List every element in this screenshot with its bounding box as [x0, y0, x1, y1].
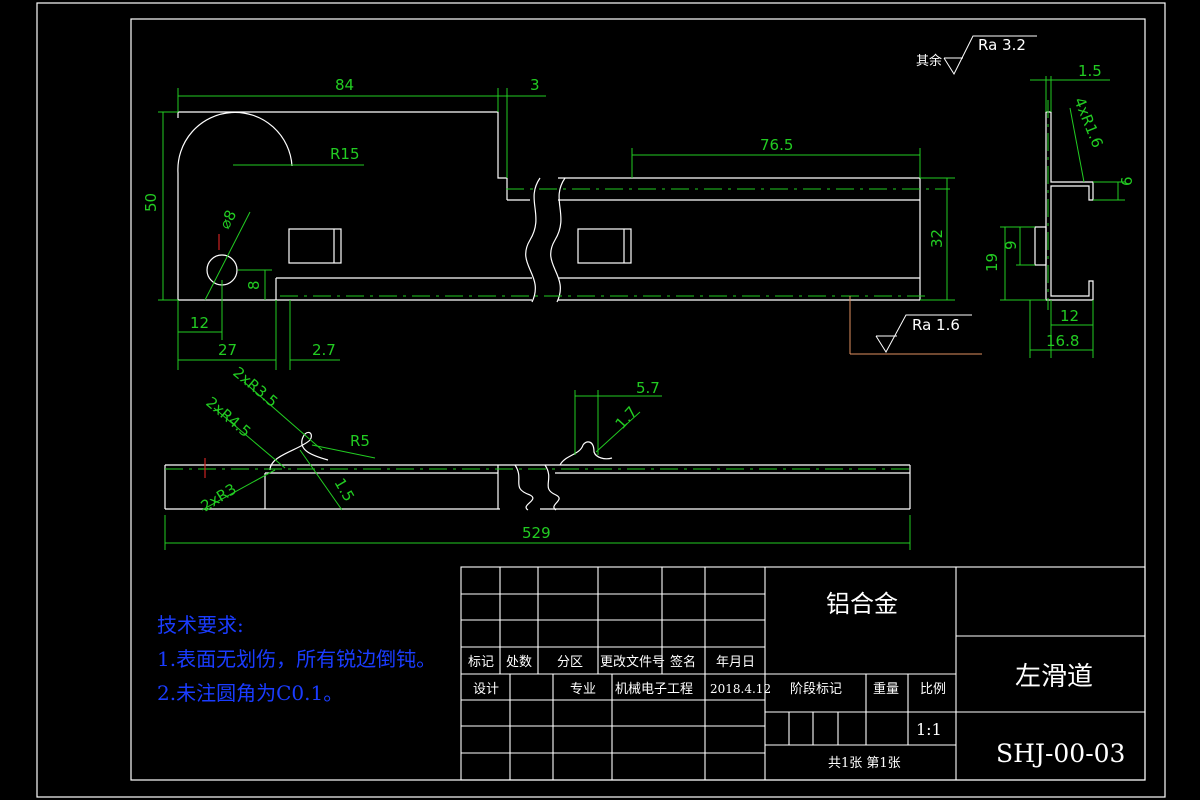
stage-label: 阶段标记: [790, 682, 842, 697]
header-mark: 标记: [468, 655, 494, 670]
side-dim-9: 9: [1002, 240, 1020, 250]
header-change-doc: 更改文件号: [600, 655, 665, 670]
dim-3: 3: [530, 76, 540, 94]
top-dim-2xr45: 2xR4.5: [202, 393, 254, 441]
roughness-ra16: Ra 1.6: [912, 316, 960, 334]
surface-note: 其余 Ra 3.2: [916, 35, 1037, 76]
front-view: 84 3 R15 50 ⌀8 8 12 27 2.7 76.5 32 Ra 1.…: [142, 76, 982, 370]
top-dim-1-7: 1.7: [612, 403, 641, 433]
dim-dia8: ⌀8: [216, 207, 241, 232]
outer-border: [36, 2, 1166, 798]
side-dim-19: 19: [983, 253, 1001, 272]
side-dim-4xr16: 4xR1.6: [1070, 95, 1106, 151]
top-dim-5-7: 5.7: [636, 379, 660, 397]
dim-12: 12: [190, 314, 209, 332]
roughness-ra32: Ra 3.2: [978, 36, 1026, 54]
surface-note-prefix: 其余: [916, 53, 942, 69]
dim-50: 50: [142, 193, 160, 212]
scale-value: 1:1: [916, 720, 942, 739]
major-value: 机械电子工程: [615, 682, 693, 697]
title-block: 标记 处数 分区 更改文件号 签名 年月日 设计 专业 机械电子工程 2018.…: [460, 566, 1146, 781]
side-dim-16-8: 16.8: [1046, 332, 1079, 350]
tech-requirements: 技术要求: 1.表面无划伤，所有锐边倒钝。 2.未注圆角为C0.1。: [157, 613, 436, 705]
drawing-number: SHJ-00-03: [996, 739, 1125, 768]
major-label: 专业: [570, 682, 596, 697]
top-dim-2xr3: 2xR3: [198, 480, 240, 516]
dim-84: 84: [335, 76, 354, 94]
sheets-count: 共1张 第1张: [828, 756, 901, 771]
top-dim-r5: R5: [350, 432, 370, 450]
dim-27: 27: [218, 341, 237, 359]
side-dim-6: 6: [1118, 176, 1136, 186]
tech-requirement-2: 2.未注圆角为C0.1。: [157, 681, 343, 705]
material: 铝合金: [826, 590, 898, 618]
side-dim-12: 12: [1060, 307, 1079, 325]
header-date: 年月日: [716, 655, 755, 670]
top-dim-529: 529: [522, 524, 551, 542]
design-date: 2018.4.12: [710, 682, 771, 696]
roughness-symbol-bottom: Ra 1.6: [849, 296, 982, 355]
header-signature: 签名: [670, 654, 696, 670]
dim-76-5: 76.5: [760, 136, 793, 154]
design-label: 设计: [473, 682, 499, 697]
scale-label: 比例: [920, 682, 946, 697]
dim-8: 8: [245, 280, 263, 290]
top-view: 2xR3.5 2xR4.5 R5 2xR3 1.5 5.7 1.7 529: [164, 363, 911, 550]
weight-label: 重量: [873, 681, 899, 697]
dim-32: 32: [928, 229, 946, 248]
tech-requirements-title: 技术要求:: [157, 613, 244, 637]
side-dim-1-5: 1.5: [1078, 62, 1102, 80]
dim-r15: R15: [330, 145, 360, 163]
header-count: 处数: [506, 655, 532, 670]
part-name: 左滑道: [1015, 662, 1093, 692]
header-zone: 分区: [557, 655, 583, 670]
side-view: 1.5 4xR1.6 6 9 19 12 16.8: [983, 62, 1136, 358]
tech-requirement-1: 1.表面无划伤，所有锐边倒钝。: [157, 647, 436, 671]
dim-2-7: 2.7: [312, 341, 336, 359]
top-dim-2xr35: 2xR3.5: [229, 363, 281, 411]
